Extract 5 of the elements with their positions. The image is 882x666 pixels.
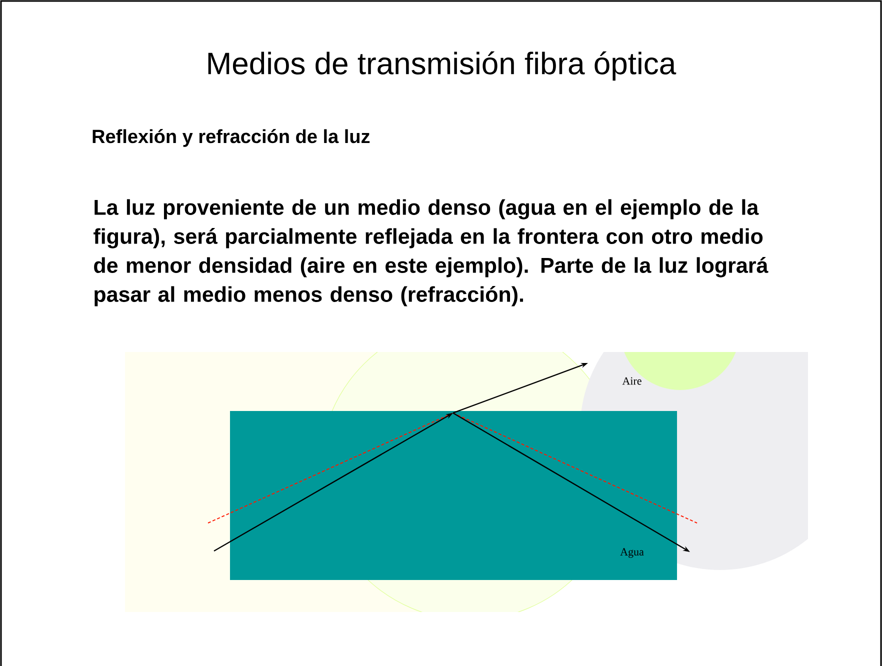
paragraph: La luz proveniente de un medio denso (agua en el ejemplo de la figura), será parcialmente reflejada en la frontera con otro medio de menor densidad (aire en este ejemplo). Parte de la luz logrará pasar al medio menos denso (refracción). [94, 199, 768, 306]
medium-label: Aire [622, 377, 642, 385]
medium-label: Agua [620, 548, 644, 558]
slide-title: Medios de transmisión fibra óptica [208, 51, 676, 81]
heading: Reflexión y refracción de la luz [92, 129, 370, 147]
